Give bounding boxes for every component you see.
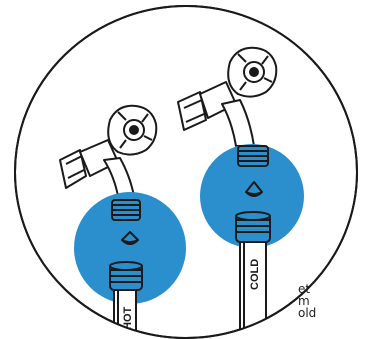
cold-faucet-handle-icon (228, 48, 276, 97)
cold-thread-icon (238, 146, 268, 166)
hot-hose-coupling-icon (110, 262, 142, 290)
cold-hose-coupling-icon (236, 212, 270, 242)
caption-fragment-3: old (298, 307, 338, 319)
cold-hose-label: COLD (249, 259, 261, 290)
hot-faucet-handle-icon (108, 106, 156, 155)
truncated-caption: et m old (298, 283, 338, 339)
hot-thread-icon (112, 200, 140, 220)
